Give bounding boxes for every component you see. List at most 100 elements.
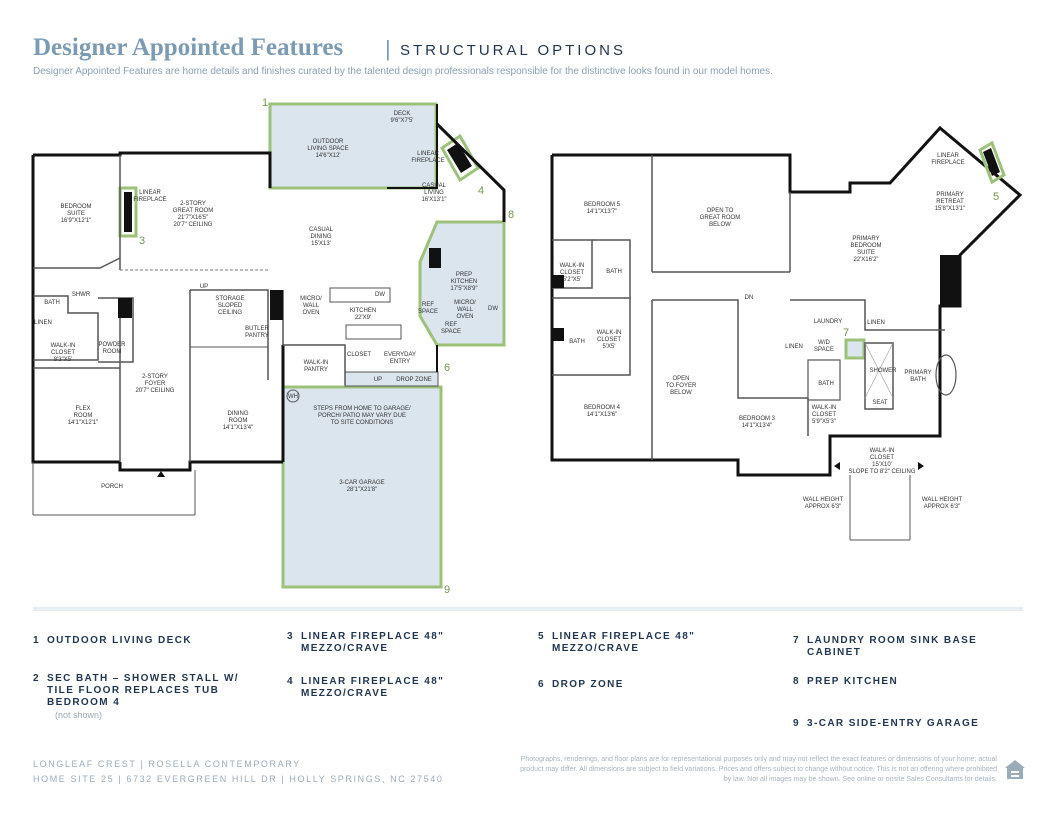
legend-number: 1 xyxy=(33,635,40,646)
wall-laundry xyxy=(790,299,945,331)
wall-deck xyxy=(387,104,438,189)
drop-zone-label: DROP ZONE xyxy=(396,377,432,383)
wall-bath-5 xyxy=(552,239,631,299)
bath-1-label: BATH xyxy=(44,300,60,306)
powder-block xyxy=(118,298,132,318)
chimney-block xyxy=(940,255,960,305)
fireplace-4-unit xyxy=(447,143,472,173)
page-title: Designer Appointed Features xyxy=(33,34,344,61)
legend-number: 9 xyxy=(793,718,800,729)
option-marker-5: 5 xyxy=(993,191,999,203)
dn-label: DN xyxy=(745,295,754,301)
wall-height-arrow-right xyxy=(918,462,924,470)
option-marker-7: 7 xyxy=(843,327,849,339)
option-marker-3: 3 xyxy=(139,235,145,247)
second-floor-plan xyxy=(550,125,1023,541)
option-marker-9: 9 xyxy=(444,584,450,596)
kitchen-counter xyxy=(345,324,402,340)
legend-text: SEC BATH – SHOWER STALL W/ TILE FLOOR RE… xyxy=(47,673,239,708)
shower-drain-line-2 xyxy=(864,342,894,399)
wall-oven-block xyxy=(270,290,283,320)
bath-3-label: BATH xyxy=(569,339,585,345)
legend-text: LINEAR FIREPLACE 48" MEZZO/CRAVE xyxy=(552,631,696,654)
entry-arrow xyxy=(157,471,165,477)
legend-number: 6 xyxy=(538,679,545,690)
closet-block-2 xyxy=(552,328,564,341)
dw-2-label: DW xyxy=(488,306,498,312)
closet-1-label: CLOSET xyxy=(347,352,371,358)
legend-number: 8 xyxy=(793,676,800,687)
legend-number: 5 xyxy=(538,631,545,642)
wall-casual-living xyxy=(435,122,506,222)
wall-bed-suite xyxy=(33,257,121,269)
shwr-label: SHWR xyxy=(72,292,91,298)
primary-tub xyxy=(935,354,957,396)
legend-item-5: 5 LINEAR FIREPLACE 48" MEZZO/CRAVE xyxy=(538,631,753,655)
fireplace-5-highlight xyxy=(978,140,1006,185)
prep-kitchen-block xyxy=(429,248,441,268)
legend-item-2: 2 SEC BATH – SHOWER STALL W/ TILE FLOOR R… xyxy=(33,673,248,721)
kitchen-island xyxy=(329,287,391,303)
legend-number: 2 xyxy=(33,673,40,684)
primary-shower xyxy=(864,342,894,410)
option-marker-8: 8 xyxy=(508,209,514,221)
legend-number: 4 xyxy=(287,676,294,687)
linen-3-label: LINEN xyxy=(785,344,803,350)
first-floor-plan xyxy=(31,102,506,589)
fireplace-3-unit xyxy=(124,192,132,232)
linen-2-label: LINEN xyxy=(867,320,885,326)
legend-number: 3 xyxy=(287,631,294,642)
wall-height-arrow-left xyxy=(834,462,840,470)
laundry-sink-highlight xyxy=(844,338,866,360)
home-address: HOME SITE 25 | 6732 EVERGREEN HILL DR | … xyxy=(33,774,444,784)
wh-label: WH xyxy=(288,394,298,400)
outdoor-living-highlight xyxy=(268,102,438,190)
laundry-label: LAUNDRY xyxy=(814,319,843,325)
community-name: LONGLEAF CREST | ROSELLA CONTEMPORARY xyxy=(33,759,301,769)
disclaimer-text: Photographs, renderings, and floor plans… xyxy=(520,756,997,783)
garage-highlight xyxy=(281,385,443,589)
wall-closet-5 xyxy=(552,239,593,289)
option-marker-1: 1 xyxy=(262,97,268,109)
legend-text: LINEAR FIREPLACE 48" MEZZO/CRAVE xyxy=(301,676,445,699)
wall-stair xyxy=(190,289,269,380)
wall-bath xyxy=(33,295,99,361)
section-divider xyxy=(33,607,1023,611)
legend-text: LAUNDRY ROOM SINK BASE CABINET xyxy=(807,635,978,658)
